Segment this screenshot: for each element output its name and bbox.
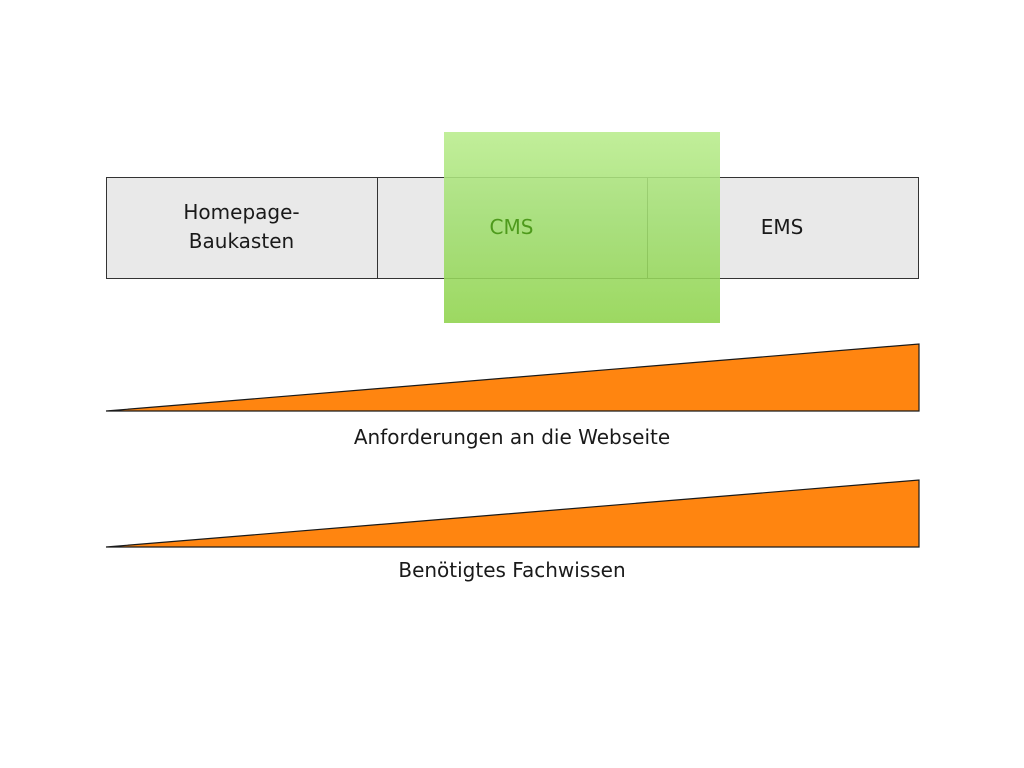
requirements-wedge-shape [105, 343, 920, 412]
cms-label: CMS [489, 215, 534, 239]
expertise-wedge [105, 479, 920, 548]
requirements-wedge [105, 343, 920, 412]
homepage-baukasten-label: Homepage- Baukasten [106, 198, 377, 256]
strip-divider [377, 177, 378, 279]
homepage-label-line1: Homepage- [183, 200, 300, 224]
ems-label: EMS [760, 215, 804, 239]
cms-highlight-box [444, 132, 720, 323]
requirements-caption: Anforderungen an die Webseite [353, 425, 671, 449]
expertise-caption: Benötigtes Fachwissen [398, 558, 626, 582]
homepage-label-line2: Baukasten [188, 229, 295, 253]
expertise-wedge-shape [105, 479, 920, 548]
